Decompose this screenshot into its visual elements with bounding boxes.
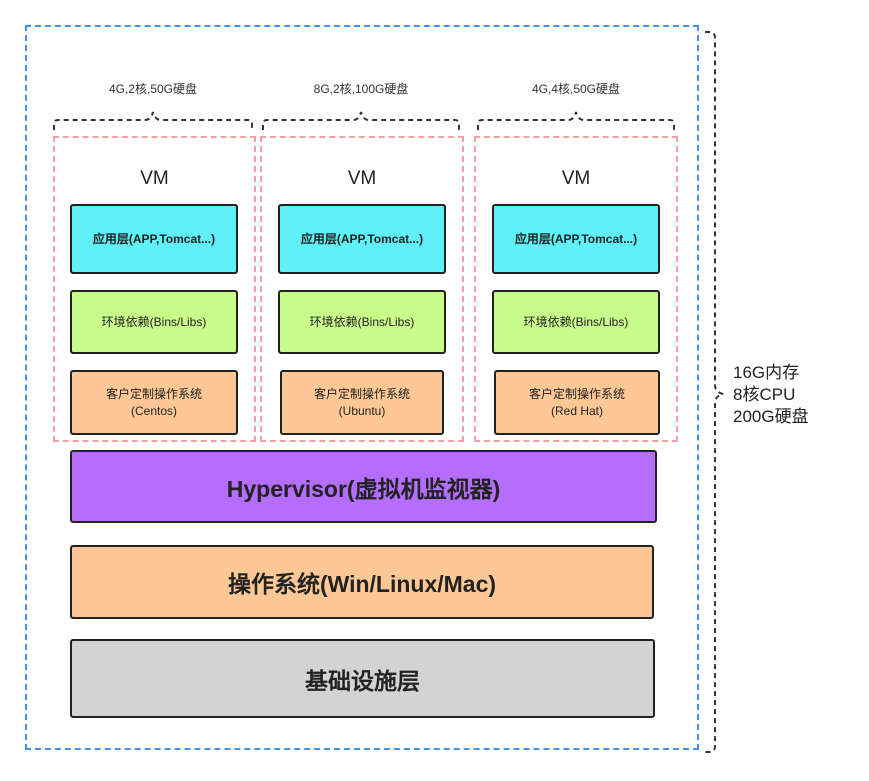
hypervisor-layer: Hypervisor(虚拟机监视器)	[70, 450, 657, 523]
guest-os-name: (Centos)	[130, 403, 177, 418]
guest-os-layer: 客户定制操作系统 (Ubuntu)	[280, 370, 444, 435]
host-os-layer: 操作系统(Win/Linux/Mac)	[70, 545, 654, 619]
app-layer: 应用层(APP,Tomcat...)	[278, 204, 446, 274]
vm2-spec-label: 8G,2核,100G硬盘	[313, 82, 409, 96]
app-layer: 应用层(APP,Tomcat...)	[492, 204, 660, 274]
host-spec: 16G内存 8核CPU 200G硬盘	[733, 362, 809, 428]
vm-title: VM	[561, 168, 591, 189]
guest-os-label: 客户定制操作系统	[528, 387, 625, 402]
vm-title: VM	[140, 168, 169, 189]
env-layer: 环境依赖(Bins/Libs)	[278, 290, 446, 354]
vm1-spec-brace	[53, 111, 253, 130]
guest-os-label: 客户定制操作系统	[313, 387, 410, 402]
guest-os-label: 客户定制操作系统	[105, 387, 202, 402]
host-spec-brace	[705, 31, 724, 753]
vm-box: VM	[260, 136, 464, 442]
host-cpu: 8核CPU	[733, 385, 796, 404]
guest-os-name: (Ubuntu)	[338, 403, 386, 418]
vm-title: VM	[347, 168, 377, 189]
env-layer: 环境依赖(Bins/Libs)	[492, 290, 660, 354]
infrastructure-layer: 基础设施层	[70, 639, 655, 718]
env-layer: 环境依赖(Bins/Libs)	[70, 290, 238, 354]
vm3-spec-label: 4G,4核,50G硬盘	[531, 82, 621, 96]
host-memory: 16G内存	[733, 363, 800, 382]
vm-box: VM	[53, 136, 256, 442]
vm3-spec-brace	[477, 111, 675, 130]
guest-os-layer: 客户定制操作系统 (Centos)	[70, 370, 238, 435]
guest-os-layer: 客户定制操作系统 (Red Hat)	[494, 370, 660, 435]
guest-os-name: (Red Hat)	[550, 403, 603, 418]
app-layer: 应用层(APP,Tomcat...)	[70, 204, 238, 274]
host-boundary	[25, 25, 699, 750]
vm1-spec-label: 4G,2核,50G硬盘	[108, 82, 198, 96]
vm-box: VM	[474, 136, 678, 442]
host-disk: 200G硬盘	[733, 407, 809, 426]
vm2-spec-brace	[262, 111, 460, 130]
